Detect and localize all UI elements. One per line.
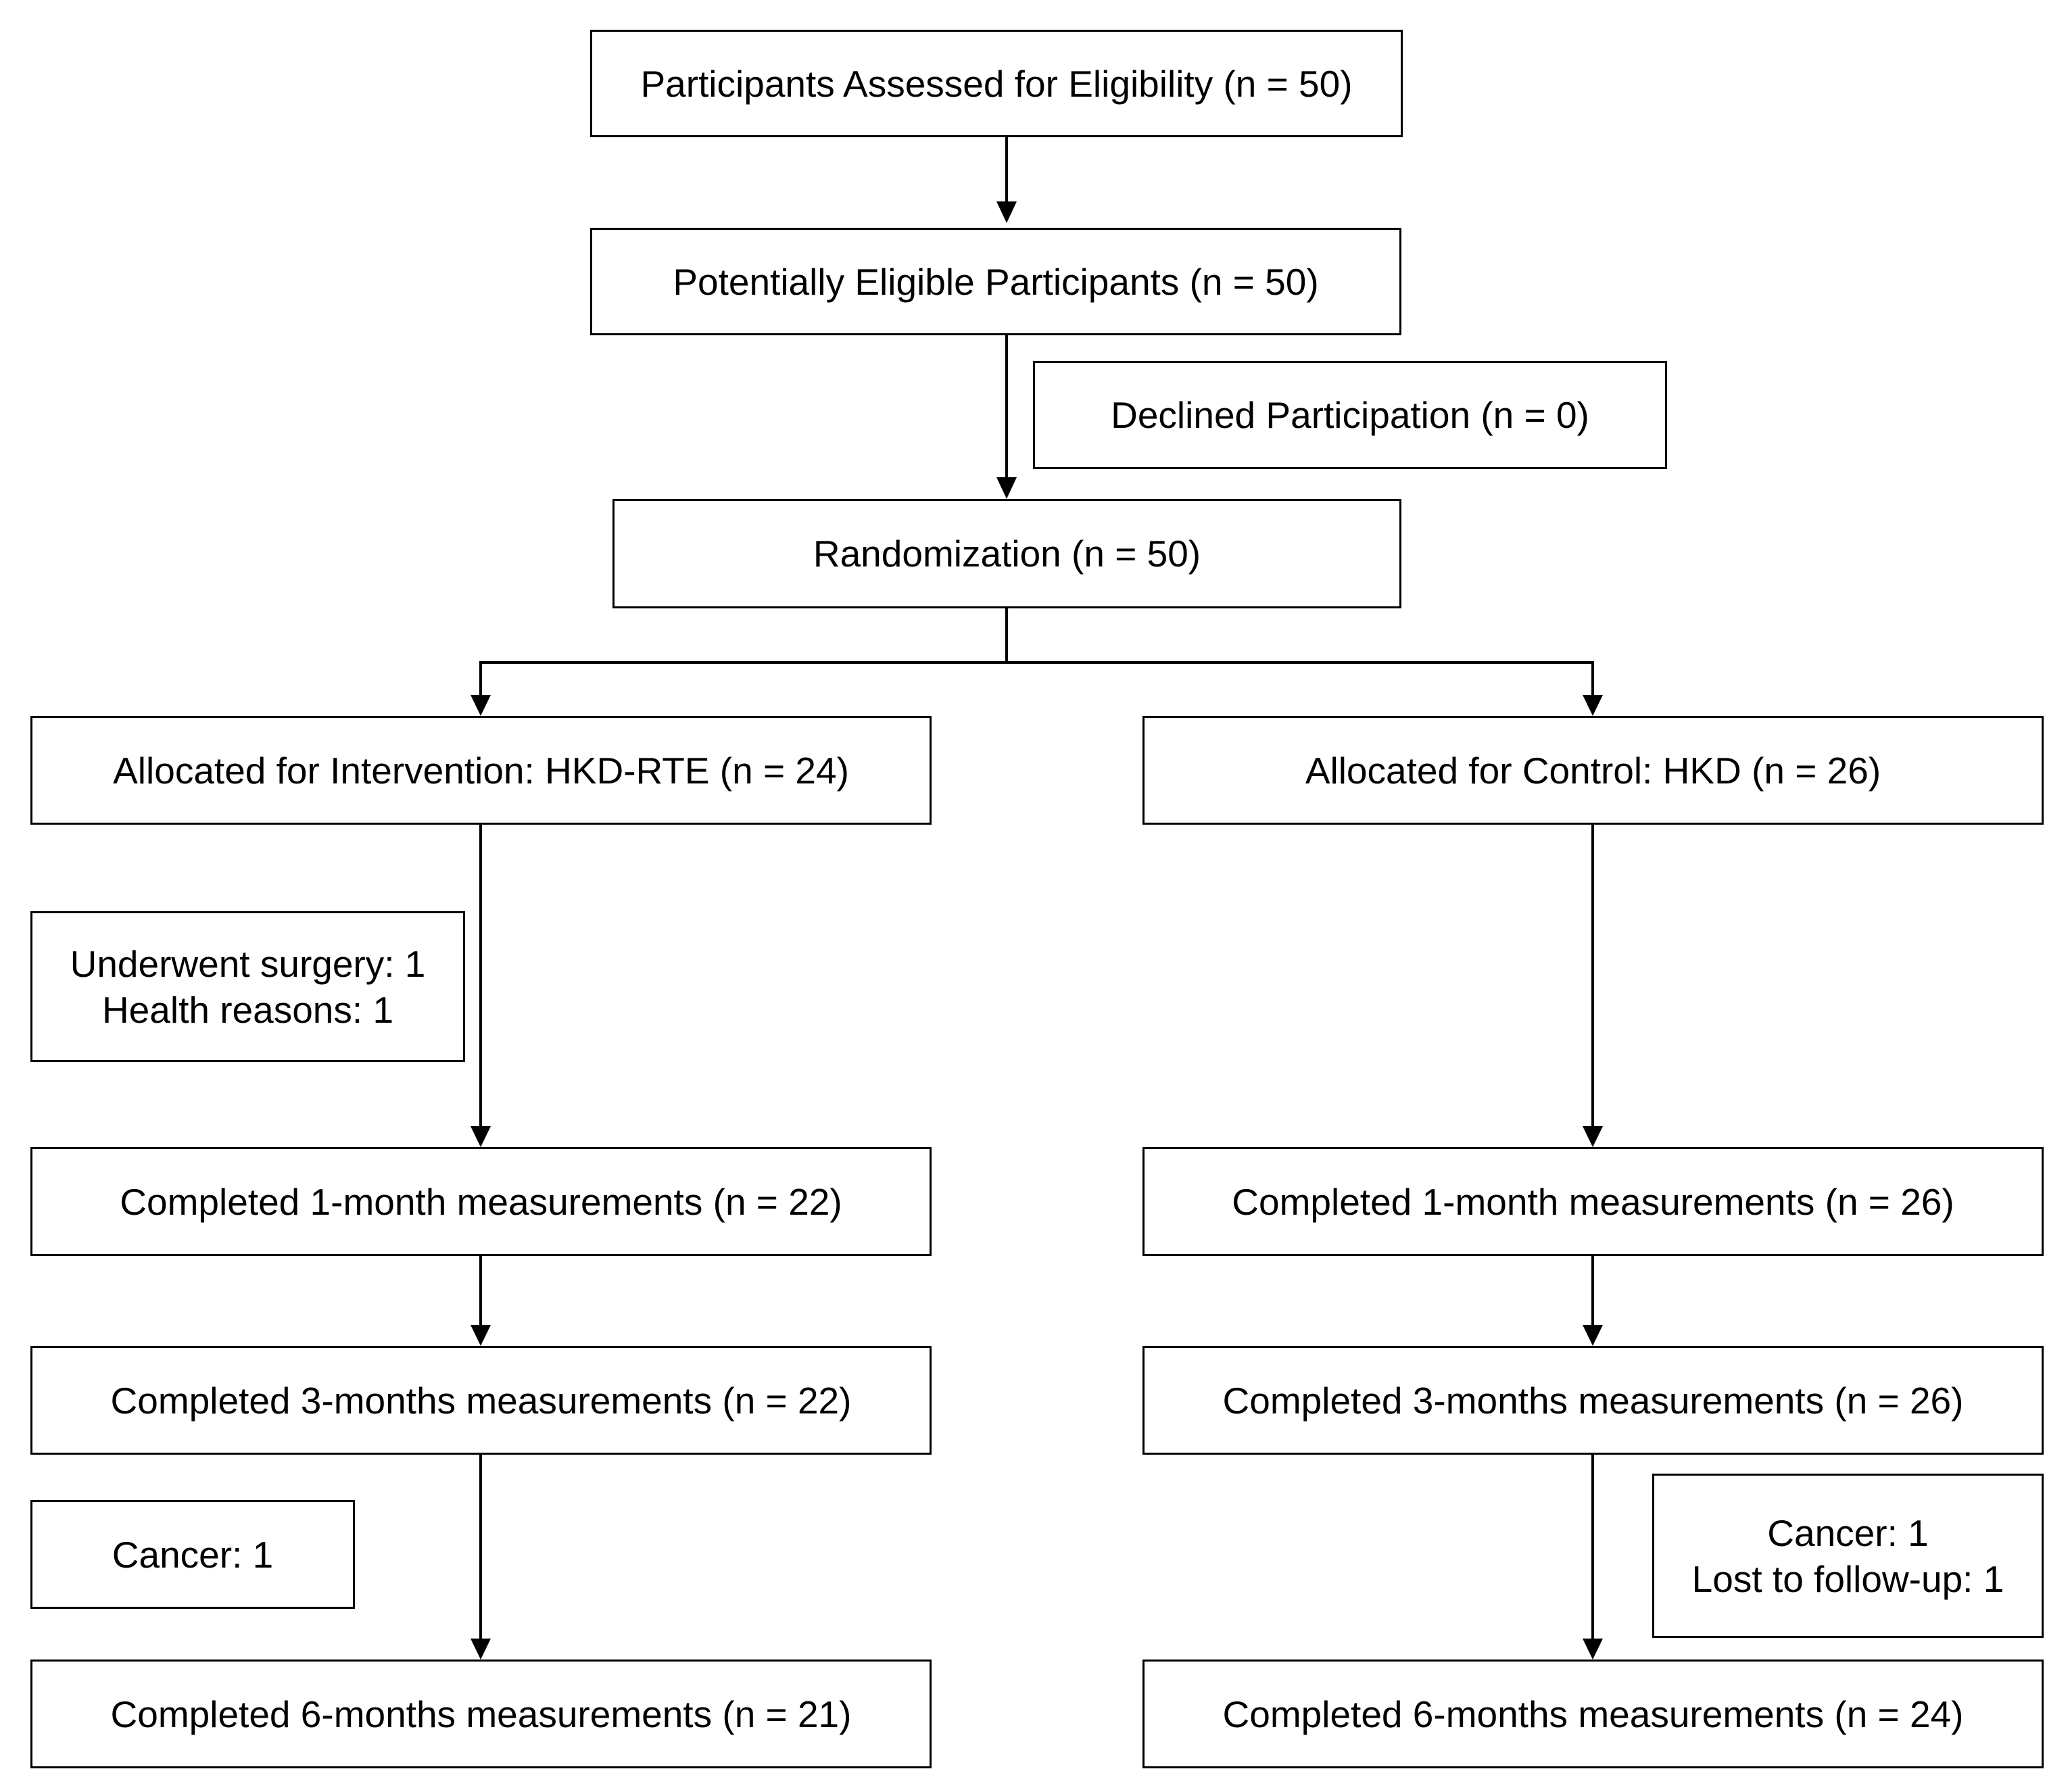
intervention-dropout-health: Health reasons: 1	[101, 988, 394, 1031]
control-dropout-cancer: Cancer: 1	[1767, 1511, 1929, 1554]
control-1-month-label: Completed 1-month measurements (n = 26)	[1232, 1180, 1954, 1223]
control-1-month-to-3-months-arrow	[1583, 1255, 1603, 1346]
intervention-3-months-box: Completed 3-months measurements (n = 22)	[30, 1346, 932, 1455]
control-3-months-to-6-months-arrow	[1583, 1453, 1603, 1660]
control-3-months-box: Completed 3-months measurements (n = 26)	[1142, 1346, 2044, 1455]
intervention-dropout-surgery: Underwent surgery: 1	[70, 942, 426, 985]
intervention-1-month-box: Completed 1-month measurements (n = 22)	[30, 1147, 932, 1256]
intervention-1-month-label: Completed 1-month measurements (n = 22)	[120, 1180, 842, 1223]
control-allocated-label: Allocated for Control: HKD (n = 26)	[1305, 749, 1881, 792]
intervention-3-months-to-6-months-arrow	[471, 1453, 491, 1660]
randomization-split-connector	[471, 607, 1603, 716]
intervention-3-months-label: Completed 3-months measurements (n = 22)	[110, 1379, 852, 1422]
intervention-dropout-cancer: Cancer: 1	[112, 1533, 274, 1576]
declined-participation-label: Declined Participation (n = 0)	[1111, 394, 1589, 436]
assessed-to-eligible-arrow	[996, 137, 1017, 223]
potentially-eligible-label: Potentially Eligible Participants (n = 5…	[673, 260, 1319, 303]
randomization-box: Randomization (n = 50)	[612, 499, 1401, 608]
intervention-allocated-to-1-month-arrow	[471, 823, 491, 1147]
eligible-to-randomization-arrow	[996, 334, 1017, 499]
control-allocated-to-1-month-arrow	[1583, 823, 1603, 1147]
control-1-month-box: Completed 1-month measurements (n = 26)	[1142, 1147, 2044, 1256]
intervention-dropout-box-2: Cancer: 1	[30, 1500, 355, 1609]
control-allocated-box: Allocated for Control: HKD (n = 26)	[1142, 716, 2044, 825]
control-6-months-label: Completed 6-months measurements (n = 24)	[1222, 1693, 1964, 1735]
assessed-for-eligibility-box: Participants Assessed for Eligibility (n…	[590, 30, 1403, 137]
control-6-months-box: Completed 6-months measurements (n = 24)	[1142, 1660, 2044, 1768]
intervention-6-months-label: Completed 6-months measurements (n = 21)	[110, 1693, 852, 1735]
randomization-label: Randomization (n = 50)	[813, 533, 1201, 575]
intervention-1-month-to-3-months-arrow	[471, 1255, 491, 1346]
intervention-6-months-box: Completed 6-months measurements (n = 21)	[30, 1660, 932, 1768]
control-dropout-box: Cancer: 1 Lost to follow-up: 1	[1652, 1474, 2044, 1638]
assessed-for-eligibility-label: Participants Assessed for Eligibility (n…	[640, 62, 1353, 105]
potentially-eligible-box: Potentially Eligible Participants (n = 5…	[590, 228, 1401, 335]
intervention-allocated-box: Allocated for Intervention: HKD-RTE (n =…	[30, 716, 932, 825]
control-dropout-lost: Lost to follow-up: 1	[1691, 1557, 2004, 1600]
intervention-dropout-box-1: Underwent surgery: 1 Health reasons: 1	[30, 911, 465, 1062]
declined-participation-box: Declined Participation (n = 0)	[1033, 361, 1667, 469]
intervention-allocated-label: Allocated for Intervention: HKD-RTE (n =…	[113, 749, 849, 792]
control-3-months-label: Completed 3-months measurements (n = 26)	[1222, 1379, 1964, 1422]
